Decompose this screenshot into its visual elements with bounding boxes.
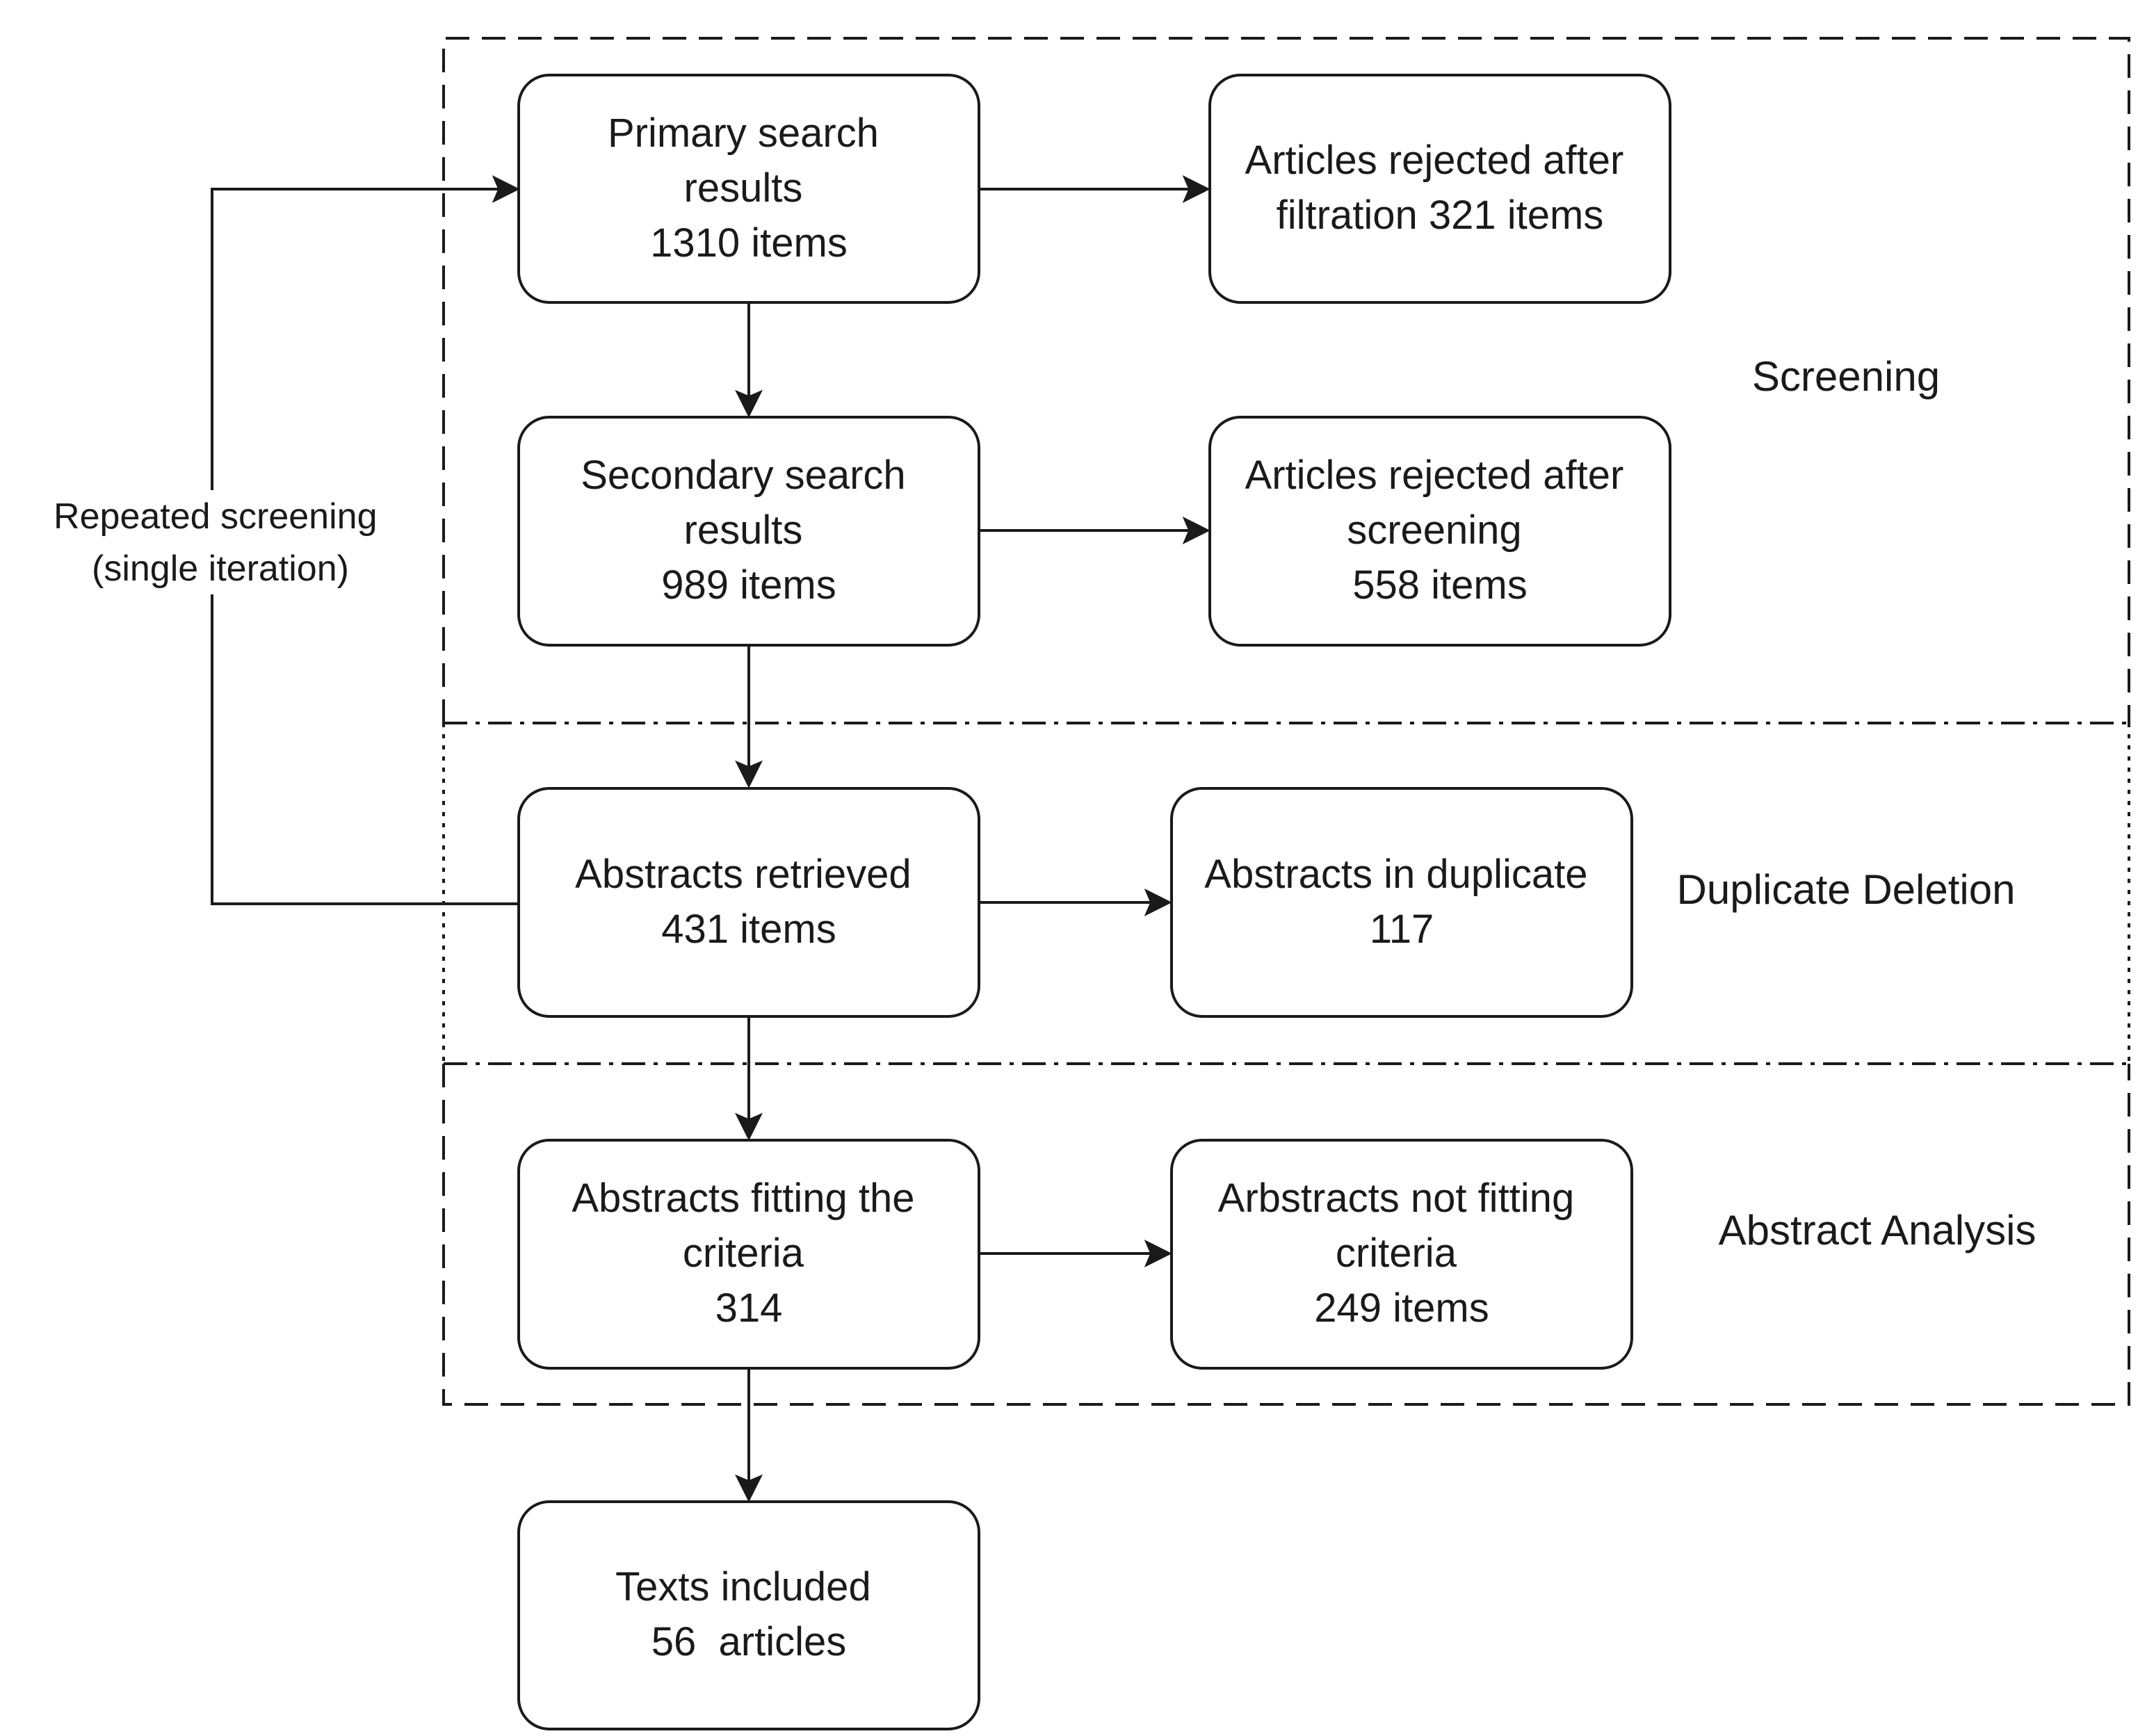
svg-text:Arbstracts not fitting c: Arbstracts not fitting criteria 249 item… xyxy=(1218,1176,1586,1331)
loop-label-background xyxy=(28,490,410,594)
node-secondary-search: Secondary search results 989 items xyxy=(517,416,980,647)
node-primary-search: Primary search results 1310 items xyxy=(517,74,980,304)
node-rejected-filtration: Articles rejected after filtration 321 i… xyxy=(1208,74,1671,304)
svg-text:Articles rejected after: Articles rejected after filtration 321 i… xyxy=(1245,138,1635,238)
node-abstracts-duplicate: Abstracts in duplicate 117 xyxy=(1170,787,1633,1018)
stage-regions xyxy=(442,37,2130,1406)
loop-label: Repeated screening (single iteration) xyxy=(54,496,387,589)
node-abstracts-not-fitting: Arbstracts not fitting criteria 249 item… xyxy=(1170,1139,1633,1370)
svg-text:Abstracts in duplicate 1: Abstracts in duplicate 117 xyxy=(1204,852,1598,952)
svg-text:Primary search results: Primary search results 1310 items xyxy=(608,111,890,266)
svg-text:Texts included 56 artic: Texts included 56 articles xyxy=(615,1564,882,1664)
stage-label-abstract-analysis: Abstract Analysis xyxy=(1719,1207,2036,1254)
svg-text:Articles rejected after: Articles rejected after screening 558 it… xyxy=(1245,453,1635,608)
node-rejected-screening: Articles rejected after screening 558 it… xyxy=(1208,416,1671,647)
node-texts-included: Texts included 56 articles xyxy=(517,1500,980,1730)
stage-label-duplicate-deletion: Duplicate Deletion xyxy=(1677,866,2016,913)
screening-region xyxy=(442,37,2130,723)
svg-text:Secondary search results: Secondary search results 989 items xyxy=(581,453,917,608)
stage-label-screening: Screening xyxy=(1752,353,1940,400)
node-abstracts-fitting: Abstracts fitting the criteria 314 xyxy=(517,1139,980,1370)
svg-text:Abstracts retrieved 431: Abstracts retrieved 431 items xyxy=(575,852,923,952)
svg-text:Abstracts fitting the cr: Abstracts fitting the criteria 314 xyxy=(572,1176,925,1331)
node-abstracts-retrieved: Abstracts retrieved 431 items xyxy=(517,787,980,1018)
